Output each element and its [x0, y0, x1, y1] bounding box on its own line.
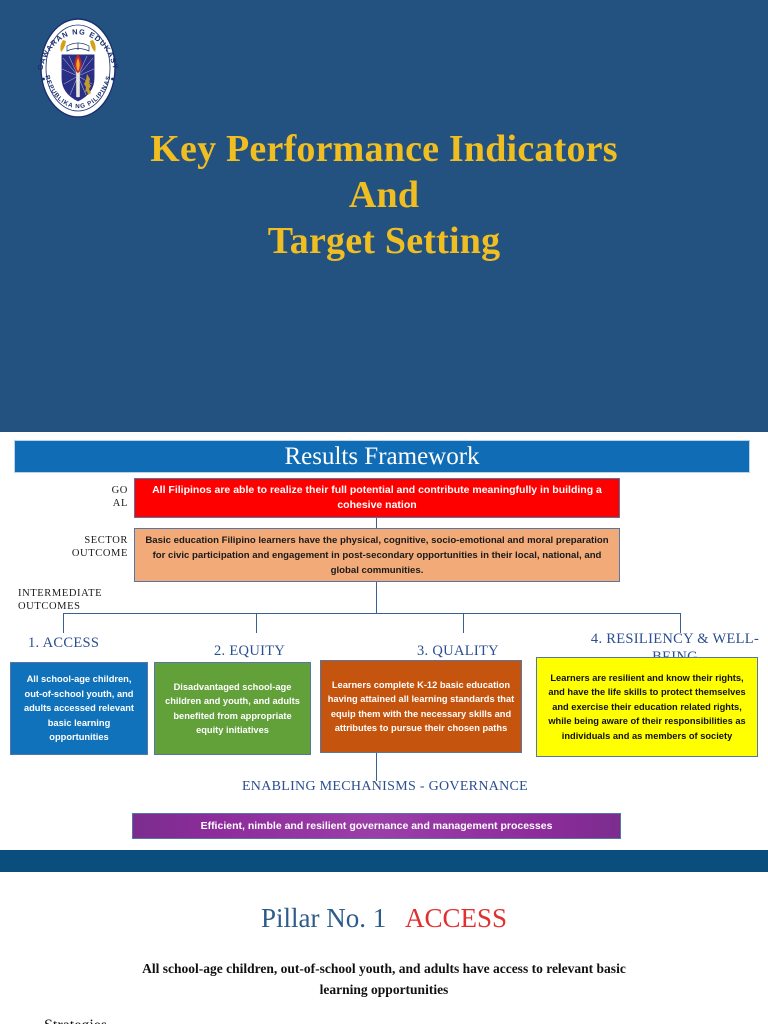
pillar-heading-access: 1. ACCESS — [28, 635, 100, 651]
results-framework-banner-label: Results Framework — [284, 443, 480, 470]
label-intermediate-line1: INTERMEDIATE — [18, 588, 103, 599]
slide-divider-band — [0, 850, 768, 872]
pillar-one-slide: Pillar No. 1 ACCESS All school-age child… — [0, 872, 768, 1024]
connector-goal-to-sector — [376, 518, 377, 528]
title-line-2: And — [348, 174, 420, 216]
pillar-box-resiliency: Learners are resilient and know their ri… — [536, 657, 758, 757]
results-framework-banner: Results Framework — [14, 440, 750, 473]
goal-box: All Filipinos are able to realize their … — [134, 478, 620, 518]
connector-drop-access — [63, 613, 64, 633]
pillar-heading-equity: 2. EQUITY — [214, 643, 286, 659]
label-intermediate-outcomes: INTERMEDIATE OUTCOMES — [18, 587, 128, 613]
label-sector-line2: OUTCOME — [71, 548, 128, 559]
label-goal-line2: AL — [112, 498, 128, 509]
enabling-mechanisms-heading: ENABLING MECHANISMS - GOVERNANCE — [241, 779, 529, 794]
label-intermediate-line2: OUTCOMES — [18, 601, 81, 612]
deped-seal-logo: KAGAWARAN NG EDUKASYON REPUBLIKA NG PILI… — [23, 9, 130, 120]
connector-horizontal-bus — [63, 613, 680, 614]
pillar-box-equity: Disadvantaged school-age children and yo… — [154, 662, 311, 755]
pillar-box-access: All school-age children, out-of-school y… — [10, 662, 148, 755]
title-line-3: Target Setting — [267, 220, 501, 262]
presentation-title: Key Performance Indicators And Target Se… — [0, 126, 768, 264]
pillar-one-title-prefix: Pillar No. 1 — [260, 903, 387, 933]
governance-bar: Efficient, nimble and resilient governan… — [132, 813, 621, 839]
title-slide: KAGAWARAN NG EDUKASYON REPUBLIKA NG PILI… — [0, 0, 768, 432]
pillar-one-subtitle: All school-age children, out-of-school y… — [142, 961, 626, 997]
pillar-one-title-accent: ACCESS — [404, 903, 508, 933]
title-line-1: Key Performance Indicators — [150, 128, 618, 170]
sector-outcome-box: Basic education Filipino learners have t… — [134, 528, 620, 582]
pillar-heading-quality: 3. QUALITY — [417, 643, 499, 659]
connector-drop-quality — [463, 613, 464, 633]
connector-quality-to-governance — [376, 753, 377, 781]
results-framework-slide: Results Framework GO AL SECTOR OUTCOME I… — [0, 432, 768, 864]
label-goal-line1: GO — [111, 485, 128, 496]
connector-drop-resiliency — [680, 613, 681, 633]
label-sector-line1: SECTOR — [84, 535, 128, 546]
label-sector-outcome: SECTOR OUTCOME — [46, 534, 128, 560]
connector-sector-to-trunk — [376, 582, 377, 613]
pillar-one-title: Pillar No. 1 ACCESS — [0, 902, 768, 934]
connector-drop-equity — [256, 613, 257, 633]
pillar-one-strategies-label: Strategies — [44, 1016, 107, 1024]
label-goal: GO AL — [60, 484, 128, 510]
pillar-box-quality: Learners complete K-12 basic education h… — [320, 660, 522, 753]
